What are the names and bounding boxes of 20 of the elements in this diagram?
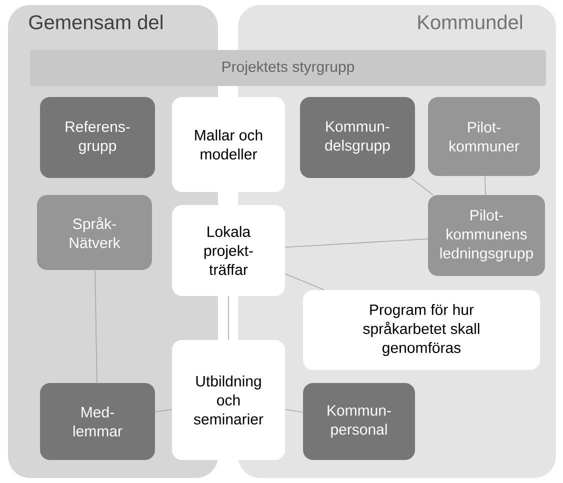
group-box: Kommun- personal [303,383,415,460]
connector-line [154,408,172,412]
group-box: Pilot- kommunens ledningsgrupp [428,195,545,276]
connector-line [284,273,324,290]
steering-band: Projektets styrgrupp [30,50,546,86]
text-box: Program för hur språkarbetet skall genomföras [303,290,540,370]
connector-line [228,296,229,340]
connector-line [94,270,98,384]
group-box: Kommun- delsgrupp [300,97,415,178]
text-box: Mallar och modeller [172,97,285,192]
group-box: Referens- grupp [40,97,155,178]
group-box: Med- lemmar [40,383,155,460]
text-box: Utbildning och seminarier [172,340,285,460]
connector-line [284,408,304,413]
connector-line [284,238,428,248]
text-box: Lokala projekt- träffar [172,205,285,296]
group-box: Språk- Nätverk [37,195,152,270]
group-box: Pilot- kommuner [428,97,540,176]
connector-line [410,178,434,196]
connector-line [484,176,486,196]
